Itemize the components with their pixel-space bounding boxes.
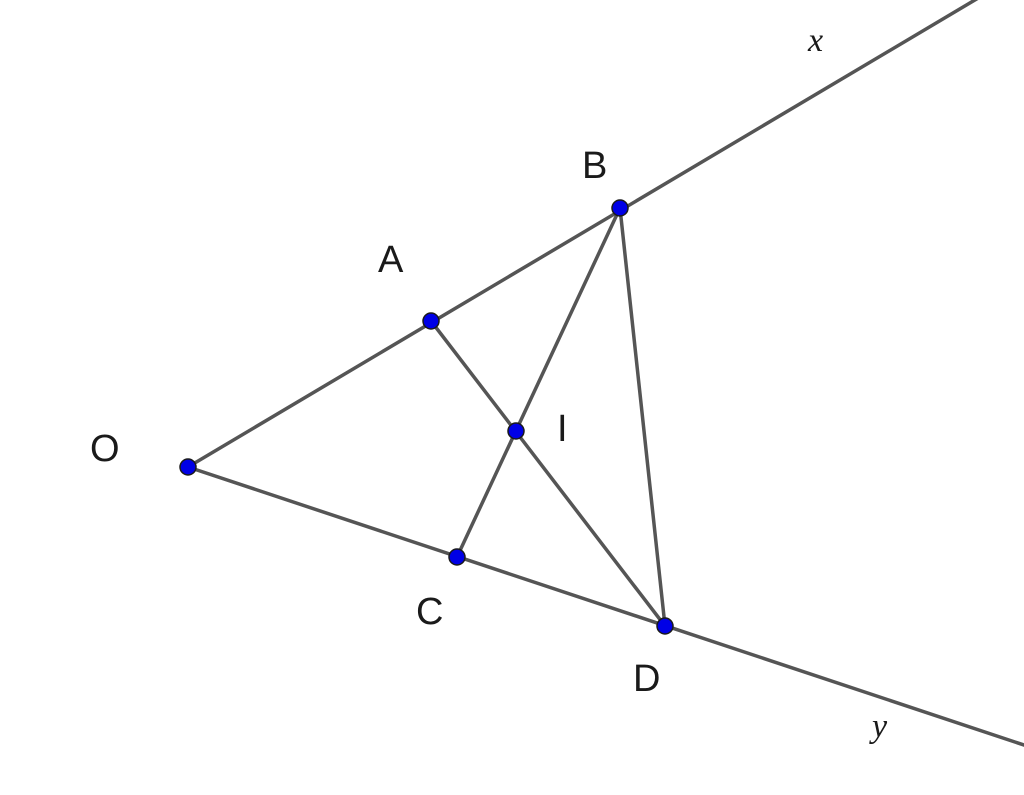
point-a[interactable] bbox=[422, 312, 440, 330]
segment-ad bbox=[429, 319, 667, 628]
ray-ox bbox=[186, 0, 979, 469]
label-c: C bbox=[416, 591, 443, 633]
point-i[interactable] bbox=[507, 422, 525, 440]
segment-bc bbox=[455, 206, 622, 559]
label-d: D bbox=[633, 658, 660, 700]
point-o[interactable] bbox=[179, 458, 197, 476]
ray-oy bbox=[186, 465, 1024, 747]
segment-bd bbox=[618, 206, 667, 628]
point-d[interactable] bbox=[656, 617, 674, 635]
label-o: O bbox=[90, 428, 120, 470]
label-i: I bbox=[557, 408, 568, 450]
point-b[interactable] bbox=[611, 199, 629, 217]
label-b: B bbox=[582, 145, 607, 187]
label-ray-y: y bbox=[869, 708, 888, 745]
label-a: A bbox=[378, 239, 404, 281]
label-ray-x: x bbox=[807, 22, 823, 59]
point-c[interactable] bbox=[448, 548, 466, 566]
